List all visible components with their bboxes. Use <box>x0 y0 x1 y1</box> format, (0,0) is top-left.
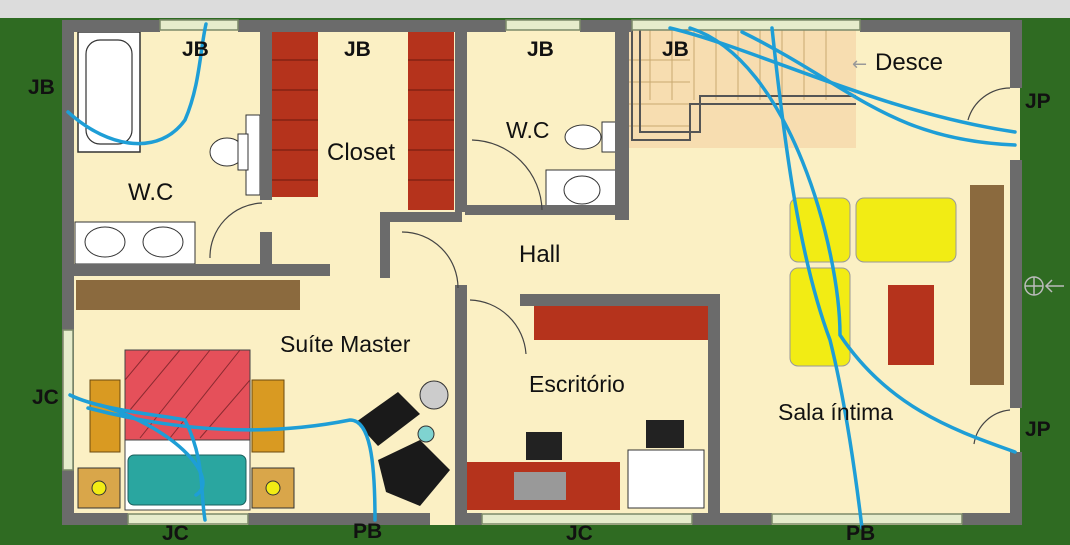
office-desk <box>466 420 705 510</box>
bedside-table-left <box>77 467 121 509</box>
marker-pb-bottom-left: PB <box>353 520 382 543</box>
room-closet: Closet <box>327 139 395 166</box>
marker-jc-bottom-mid: JC <box>566 522 593 545</box>
marker-jp-top: JP <box>1025 90 1051 113</box>
windows <box>62 19 963 525</box>
arrow-left-icon: ← <box>852 54 867 75</box>
staircase <box>628 30 856 148</box>
double-sink <box>74 221 196 265</box>
marker-jb-wc-master: JB <box>182 38 209 61</box>
marker-pb-bottom-right: PB <box>846 522 875 545</box>
marker-jc-left: JC <box>32 386 59 409</box>
walls <box>62 20 1022 525</box>
coffee-table <box>888 285 934 365</box>
toilet-master <box>209 114 261 196</box>
wardrobe-left <box>272 32 318 197</box>
toilet-hall <box>564 121 619 153</box>
marker-jc-bottom-left: JC <box>162 522 189 545</box>
bedside-table-right <box>251 467 295 509</box>
top-bar <box>0 0 1070 18</box>
tv-cabinet <box>970 185 1004 385</box>
office-shelf <box>534 306 710 340</box>
armchairs <box>356 380 450 506</box>
bathtub <box>77 31 141 153</box>
stairs-desce-label: Desce <box>875 49 943 76</box>
sink-hall <box>545 169 619 211</box>
marker-jp-bottom: JP <box>1025 418 1051 441</box>
wardrobe-right <box>408 32 454 210</box>
circle-plus-arrow-icon <box>1024 276 1064 296</box>
room-escritorio: Escritório <box>529 371 625 397</box>
headboard-shelf <box>76 280 300 310</box>
room-wc-master: W.C <box>128 179 173 206</box>
marker-jb-left: JB <box>28 76 55 99</box>
room-sala-intima: Sala íntima <box>778 399 893 425</box>
conduits <box>66 22 1017 530</box>
doors <box>209 87 1011 445</box>
nightstand-right <box>251 379 285 453</box>
room-wc-hall: W.C <box>506 117 549 143</box>
marker-jb-closet: JB <box>344 38 371 61</box>
sofa <box>789 197 957 367</box>
room-hall: Hall <box>519 241 560 268</box>
marker-jb-wc-hall: JB <box>527 38 554 61</box>
room-suite-master: Suíte Master <box>280 331 411 357</box>
marker-jb-stairs: JB <box>662 38 689 61</box>
